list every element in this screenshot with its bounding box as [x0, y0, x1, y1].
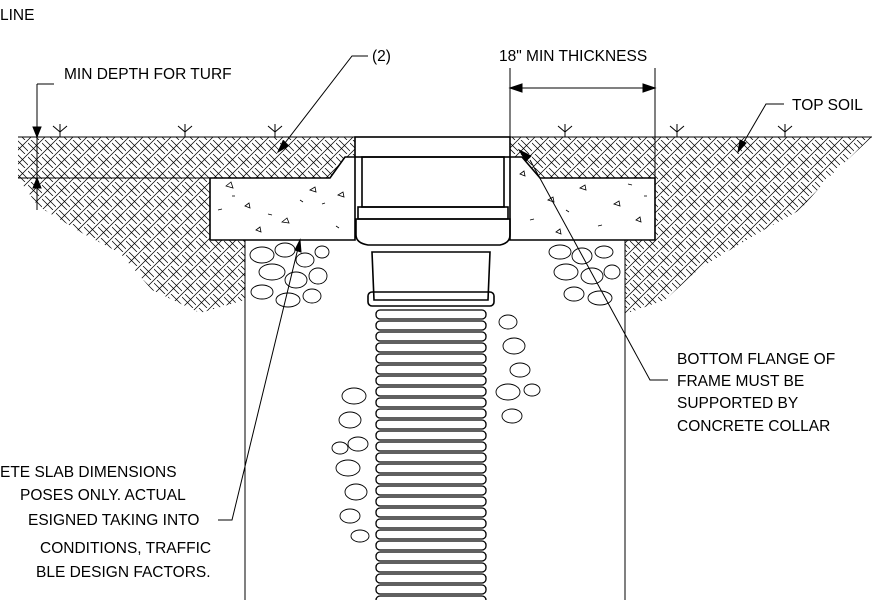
- slab-note-line-5: BLE DESIGN FACTORS.: [36, 564, 211, 581]
- pipe-corrugation-rib: [375, 518, 487, 529]
- pipe-corrugation-rib: [375, 397, 487, 408]
- pipe-corrugation-rib: [375, 331, 487, 342]
- pipe-corrugation-rib: [375, 364, 487, 375]
- top-soil-right: [510, 137, 872, 314]
- pipe-corrugation-rib: [375, 430, 487, 441]
- min-depth-label: MIN DEPTH FOR TURF: [64, 66, 232, 83]
- pipe-corrugation-rib: [375, 309, 487, 320]
- slab-note-line-4: CONDITIONS, TRAFFIC: [40, 540, 211, 557]
- pipe-corrugation-rib: [375, 496, 487, 507]
- slab-dimension-note: ETE SLAB DIMENSIONS POSES ONLY. ACTUAL E…: [0, 464, 211, 581]
- pipe-corrugation-rib: [375, 386, 487, 397]
- pipe-corrugation-rib: [375, 463, 487, 474]
- pipe-corrugation-rib: [375, 452, 487, 463]
- pipe-corrugation-rib: [375, 419, 487, 430]
- gravel-pipe-bedding: [331, 314, 541, 543]
- pipe-corrugation-rib: [375, 507, 487, 518]
- flange-note-line-1: BOTTOM FLANGE OF: [677, 351, 835, 368]
- pipe-corrugation-rib: [375, 342, 487, 353]
- min-thickness-label: 18" MIN THICKNESS: [499, 48, 647, 65]
- pipe-corrugation-rib: [375, 320, 487, 331]
- riser-frame: [354, 136, 511, 246]
- flange-note-line-3: SUPPORTED BY: [677, 395, 798, 412]
- pipe-corrugation-rib: [375, 375, 487, 386]
- flange-note-line-4: CONCRETE COLLAR: [677, 418, 830, 435]
- leader-lines: [218, 55, 784, 521]
- pipe-corrugation-rib: [375, 540, 487, 551]
- pipe-corrugation-rib: [375, 529, 487, 540]
- min-thickness-dimension: [508, 68, 657, 178]
- gravel-left: [249, 242, 330, 308]
- line-fragment-text: LINE: [0, 7, 34, 24]
- top-soil-label: TOP SOIL: [792, 97, 863, 114]
- turf-ticks: [52, 124, 793, 137]
- gravel-right: [548, 244, 621, 306]
- pipe-corrugation-rib: [375, 573, 487, 584]
- flange-note: BOTTOM FLANGE OF FRAME MUST BE SUPPORTED…: [677, 351, 835, 435]
- slab-note-line-1: ETE SLAB DIMENSIONS: [0, 464, 177, 481]
- pipe-corrugation-rib: [375, 551, 487, 562]
- top-soil-left: [18, 137, 355, 313]
- pipe-corrugation-rib: [375, 485, 487, 496]
- corrugated-pipe: [367, 251, 495, 600]
- pipe-corrugation-rib: [375, 562, 487, 573]
- callout-2-label: (2): [372, 48, 391, 65]
- pipe-corrugation-rib: [375, 353, 487, 364]
- pipe-corrugation-rib: [375, 474, 487, 485]
- pipe-corrugation-rib: [375, 584, 487, 595]
- pipe-corrugation-rib: [375, 595, 487, 600]
- slab-note-line-2: POSES ONLY. ACTUAL: [20, 487, 186, 504]
- min-depth-dimension: [32, 83, 54, 210]
- flange-note-line-2: FRAME MUST BE: [677, 373, 804, 390]
- pipe-corrugation-rib: [375, 408, 487, 419]
- slab-note-line-3: ESIGNED TAKING INTO: [28, 512, 199, 529]
- pipe-corrugation-rib: [375, 441, 487, 452]
